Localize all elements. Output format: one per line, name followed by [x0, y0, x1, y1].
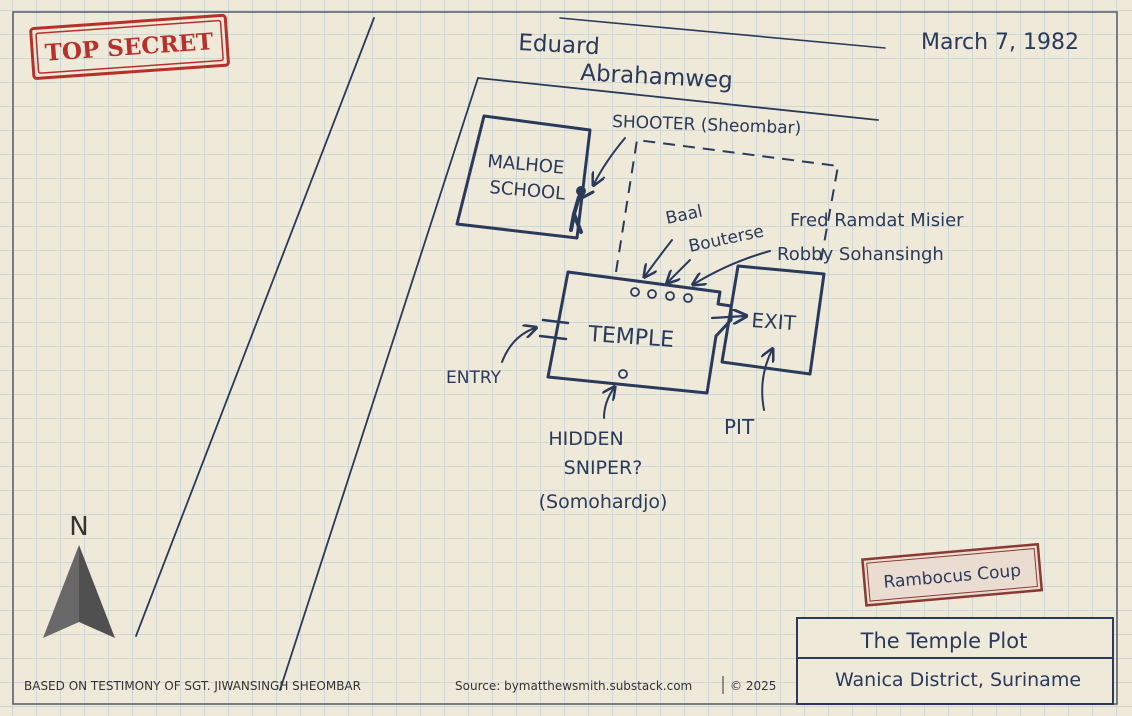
temple-building [546, 270, 733, 395]
exit-arrow [710, 316, 745, 318]
entry-tick-2 [538, 334, 568, 341]
source-footer: Source: bymatthewsmith.substack.com [455, 679, 692, 693]
malhoe-school-building [455, 114, 592, 240]
entry-tick-1 [541, 318, 570, 325]
baal-label: Baal [664, 202, 705, 229]
bouterse-arrow [668, 259, 691, 282]
top-road-line [559, 17, 886, 49]
school-label-line2: SCHOOL [489, 177, 566, 205]
school-label-line1: MALHOE [487, 151, 565, 179]
bouterse-label: Bouterse [687, 221, 766, 256]
shooter-figure-icon [569, 186, 595, 234]
road-line-left [135, 17, 375, 637]
entry-arrow [501, 328, 535, 363]
exit-label: EXIT [751, 308, 798, 335]
top-secret-stamp: TOP SECRET [29, 13, 230, 80]
hidden-sniper-position [618, 369, 628, 379]
rambocus-coup-badge: Rambocus Coup [861, 542, 1044, 607]
street-line [477, 77, 879, 121]
hidden-sniper-line1: HIDDEN [548, 428, 623, 450]
robby-arrow [694, 250, 771, 284]
map-title: The Temple Plot [860, 629, 1028, 653]
hidden-sniper-arrow [604, 388, 614, 419]
pit-label: PIT [724, 415, 755, 439]
fred-label: Fred Ramdat Misier [790, 210, 964, 231]
shooter-arrow [594, 137, 626, 184]
street-name-line1: Eduard [518, 30, 601, 60]
north-arrow-icon [79, 545, 115, 638]
temple-label: TEMPLE [587, 322, 675, 353]
stamp-text: TOP SECRET [44, 28, 214, 67]
title-block: The Temple Plot Wanica District, Surinam… [796, 617, 1114, 705]
map-date: March 7, 1982 [921, 30, 1079, 55]
hidden-sniper-line3: (Somohardjo) [539, 491, 668, 513]
entry-label: ENTRY [446, 368, 502, 388]
temple-occupants [630, 287, 693, 303]
testimony-footer: BASED ON TESTIMONY OF SGT. JIWANSINGH SH… [24, 679, 361, 693]
sheet-border [12, 11, 1118, 705]
hidden-sniper-line2: SNIPER? [564, 457, 643, 479]
north-arrow-icon-shade [43, 545, 79, 638]
map-subtitle: Wanica District, Suriname [835, 669, 1081, 691]
exit-building [720, 264, 826, 376]
baal-arrow [645, 239, 673, 276]
pit-arrow [762, 350, 772, 411]
north-label: N [69, 512, 88, 542]
road-line-right [279, 77, 479, 691]
copyright-footer: © 2025 [730, 679, 776, 693]
street-name-line2: Abrahamweg [580, 60, 734, 94]
robby-label: Robby Sohansingh [777, 244, 944, 265]
shooter-label: SHOOTER (Sheombar) [612, 112, 802, 139]
dashed-perimeter [615, 138, 840, 273]
